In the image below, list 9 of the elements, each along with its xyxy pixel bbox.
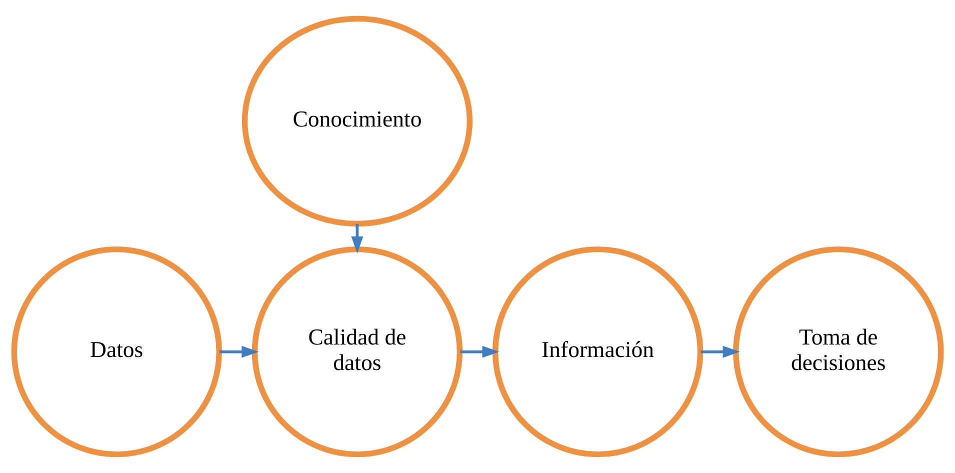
arrow (220, 346, 259, 358)
arrow (700, 346, 740, 358)
node-circle: Toma de decisiones (733, 246, 944, 458)
arrow (351, 224, 364, 254)
node-circle: Calidad de datos (252, 246, 463, 458)
node-circle: Conocimiento (242, 16, 473, 227)
node-circle: Información (492, 246, 704, 458)
arrow (460, 346, 500, 358)
node-circle: Datos (11, 246, 222, 458)
